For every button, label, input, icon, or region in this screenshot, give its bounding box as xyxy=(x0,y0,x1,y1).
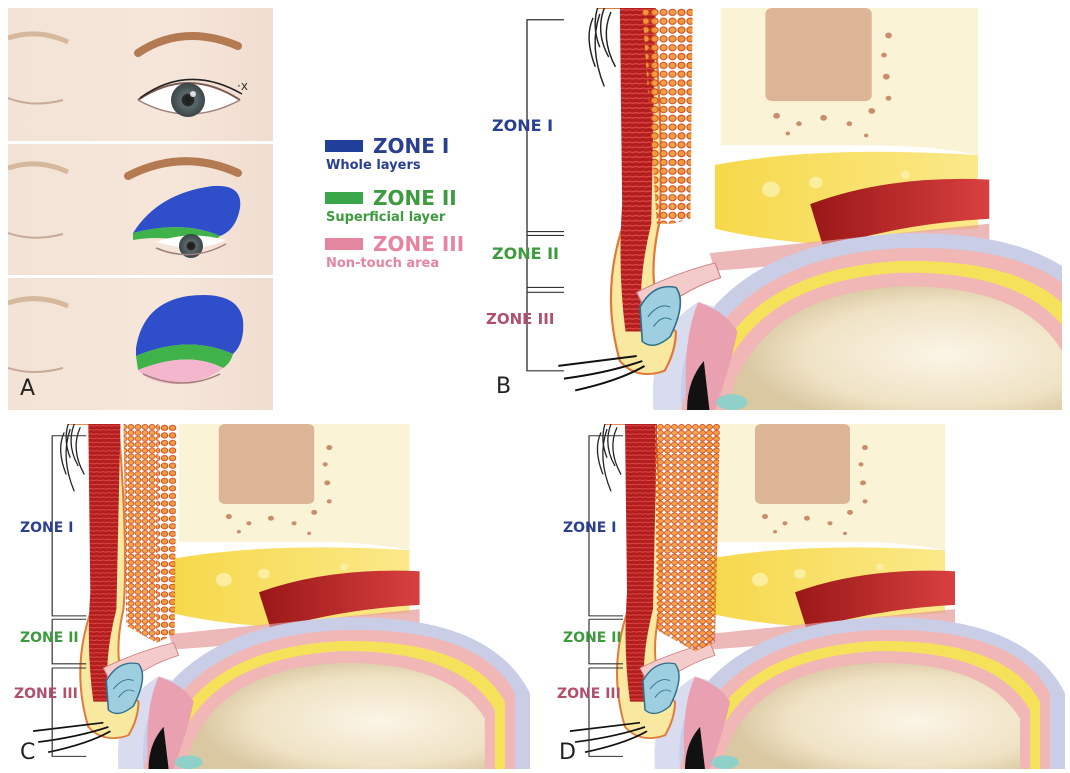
zone2-swatch xyxy=(325,192,363,204)
zone3-swatch xyxy=(325,238,363,250)
zone1-subtitle: Whole layers xyxy=(326,158,421,173)
zone1-swatch xyxy=(325,140,363,152)
panel-a: ·x A xyxy=(8,8,273,410)
zone1-label: ZONE I xyxy=(563,520,616,536)
zone3-label: ZONE III xyxy=(486,310,554,328)
zone3-title: ZONE III xyxy=(373,232,464,256)
zone2-label: ZONE II xyxy=(492,244,559,263)
zone2-subtitle: Superficial layer xyxy=(326,210,445,225)
marker-x: ·x xyxy=(237,79,248,93)
panel-letter-d: D xyxy=(559,740,576,765)
zone3-label: ZONE III xyxy=(14,686,78,702)
eyelid-cross-section-d xyxy=(545,424,1065,769)
eye-photos: ·x xyxy=(8,8,273,410)
zone2-title: ZONE II xyxy=(373,186,457,210)
zone1-label: ZONE I xyxy=(492,116,553,135)
panel-letter-b: B xyxy=(496,374,511,399)
eye-photo-1: ·x xyxy=(8,8,273,141)
eye-photo-2 xyxy=(8,144,273,275)
eye-photo-3 xyxy=(8,278,273,410)
eyelid-cross-section-c xyxy=(8,424,530,769)
zone2-label: ZONE II xyxy=(20,630,79,646)
panel-c: ZONE I ZONE II ZONE III C xyxy=(8,424,530,769)
zone3-label: ZONE III xyxy=(557,686,621,702)
zone1-label: ZONE I xyxy=(20,520,73,536)
zone2-label: ZONE II xyxy=(563,630,622,646)
panel-b: ZONE I ZONE II ZONE III B xyxy=(480,8,1062,410)
eyelid-cross-section-b xyxy=(480,8,1062,410)
zone3-subtitle: Non-touch area xyxy=(326,256,439,271)
panel-letter-a: A xyxy=(20,376,35,401)
panel-letter-c: C xyxy=(20,740,35,765)
panel-d: ZONE I ZONE II ZONE III D xyxy=(545,424,1065,769)
zone1-title: ZONE I xyxy=(373,134,449,158)
